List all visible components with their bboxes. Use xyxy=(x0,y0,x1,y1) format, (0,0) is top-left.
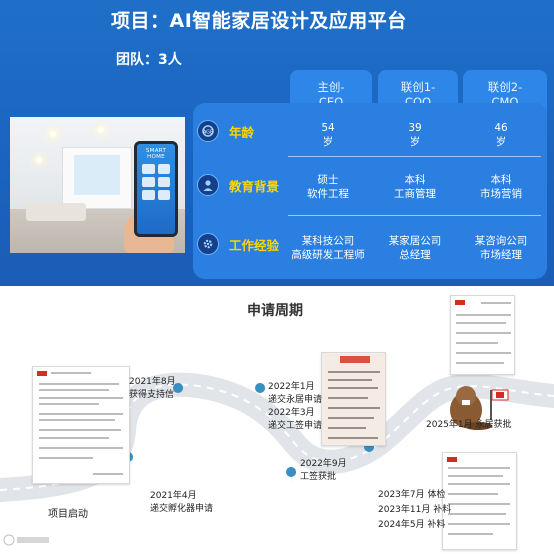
event-pr-and-work-permit-applications: 2022年1月 递交永居申请 2022年3月 递交工签申请 xyxy=(268,381,322,433)
row-label-text: 工作经验 xyxy=(229,237,280,253)
supplement-document xyxy=(442,452,517,550)
project-title: 项目：AI智能家居设计及应用平台 xyxy=(111,10,407,32)
event-text: 工签获批 xyxy=(300,472,337,482)
cell-line: 46 xyxy=(494,122,508,134)
row-label-age: AGE 年龄 xyxy=(197,111,254,151)
row-label-text: 年龄 xyxy=(229,124,255,140)
pr-approval-letter-document xyxy=(450,295,515,375)
event-text: 2021年4月 xyxy=(150,491,197,501)
event-text: 递交永居申请 xyxy=(268,395,323,405)
cell-line: 本科 xyxy=(404,174,426,186)
cell-line: 软件工程 xyxy=(307,188,349,200)
event-text: 2025年1月 永居获批 xyxy=(426,420,512,430)
event-text: 2022年9月 xyxy=(300,459,347,469)
cell-line: 39 xyxy=(408,122,422,134)
watermark-logo xyxy=(3,533,53,550)
pin-icon xyxy=(364,442,375,463)
row-label-education: 教育背景 xyxy=(197,165,279,205)
window xyxy=(74,155,120,195)
work-permit-photo-document xyxy=(321,352,386,446)
age-badge-icon: AGE xyxy=(197,120,219,142)
team-panel: 项目：AI智能家居设计及应用平台 团队：3人 主创- CEO 联创1- COO … xyxy=(0,0,554,286)
cell-line: 工商管理 xyxy=(394,188,436,200)
event-text: 2024年5月 补料 xyxy=(378,520,446,530)
cell-line: 高级研发工程师 xyxy=(291,249,365,261)
age-ceo: 54 岁 xyxy=(286,121,370,149)
pin-icon xyxy=(255,383,266,404)
role-title: 联创1- xyxy=(400,80,436,94)
event-work-permit-approved: 2022年9月 工签获批 xyxy=(300,458,347,484)
experience-cmo: 某咨询公司市场经理 xyxy=(459,234,543,262)
experience-coo: 某家居公司总经理 xyxy=(373,234,457,262)
cell-line: 岁 xyxy=(322,136,334,148)
cell-line: 市场营销 xyxy=(480,188,522,200)
event-text: 2023年7月 体检 xyxy=(378,490,446,500)
cell-line: 本科 xyxy=(490,174,512,186)
ceiling-light xyxy=(50,131,56,137)
event-text: 获得支持信 xyxy=(129,390,175,400)
role-title: 主创- xyxy=(317,80,345,94)
beaver-icon xyxy=(450,386,509,430)
ceiling-light xyxy=(98,127,104,133)
cell-line: 硕士 xyxy=(317,174,339,186)
event-project-start: 项目启动 xyxy=(48,508,88,521)
sofa xyxy=(26,203,86,221)
cell-line: 某科技公司 xyxy=(301,235,355,247)
event-text: 2022年1月 xyxy=(268,382,315,392)
cell-line: 某家居公司 xyxy=(388,235,442,247)
event-text: 递交工签申请 xyxy=(268,421,323,431)
cell-line: 市场经理 xyxy=(480,249,522,261)
row-label-experience: 工作经验 xyxy=(197,224,279,264)
education-ceo: 硕士软件工程 xyxy=(286,173,370,201)
team-size: 团队：3人 xyxy=(116,52,182,68)
row-divider xyxy=(288,156,541,157)
age-cmo: 46 岁 xyxy=(459,121,543,149)
experience-ceo: 某科技公司高级研发工程师 xyxy=(286,234,370,262)
cell-line: 总经理 xyxy=(399,249,431,261)
beaver-illustration xyxy=(438,378,518,432)
role-title: 联创2- xyxy=(487,80,523,94)
svg-text:AGE: AGE xyxy=(203,130,213,136)
event-text: 递交孵化器申请 xyxy=(150,504,214,514)
event-pr-approved: 2025年1月 永居获批 xyxy=(426,419,512,432)
ceiling-light xyxy=(36,157,42,163)
cell-line: 岁 xyxy=(409,136,421,148)
timeline-title: 申请周期 xyxy=(247,303,303,319)
phone: SMART HOME xyxy=(134,141,178,237)
event-incubator-application: 2021年4月 递交孵化器申请 xyxy=(150,490,213,516)
event-text: 2021年8月 xyxy=(129,377,176,387)
phone-label: SMART HOME xyxy=(145,148,167,160)
cell-line: 某咨询公司 xyxy=(474,235,528,247)
row-divider xyxy=(288,215,541,216)
gear-icon xyxy=(197,233,219,255)
education-cmo: 本科市场营销 xyxy=(459,173,543,201)
age-coo: 39 岁 xyxy=(373,121,457,149)
pin-icon xyxy=(173,383,184,404)
cell-line: 岁 xyxy=(495,136,507,148)
app-grid xyxy=(137,160,175,204)
event-text: 2022年3月 xyxy=(268,408,315,418)
smart-home-photo: SMART HOME xyxy=(10,117,185,253)
event-text: 2023年11月 补料 xyxy=(378,505,452,515)
event-text: 项目启动 xyxy=(48,509,88,520)
event-medical-and-supplements: 2023年7月 体检 2023年11月 补料 2024年5月 补料 xyxy=(378,488,451,533)
support-letter-document xyxy=(32,366,130,484)
event-support-letter: 2021年8月 获得支持信 xyxy=(129,376,176,402)
person-icon xyxy=(197,174,219,196)
row-label-text: 教育背景 xyxy=(229,178,280,194)
phone-screen: SMART HOME xyxy=(137,144,175,234)
cell-line: 54 xyxy=(321,122,335,134)
education-coo: 本科工商管理 xyxy=(373,173,457,201)
pin-icon xyxy=(286,467,297,488)
